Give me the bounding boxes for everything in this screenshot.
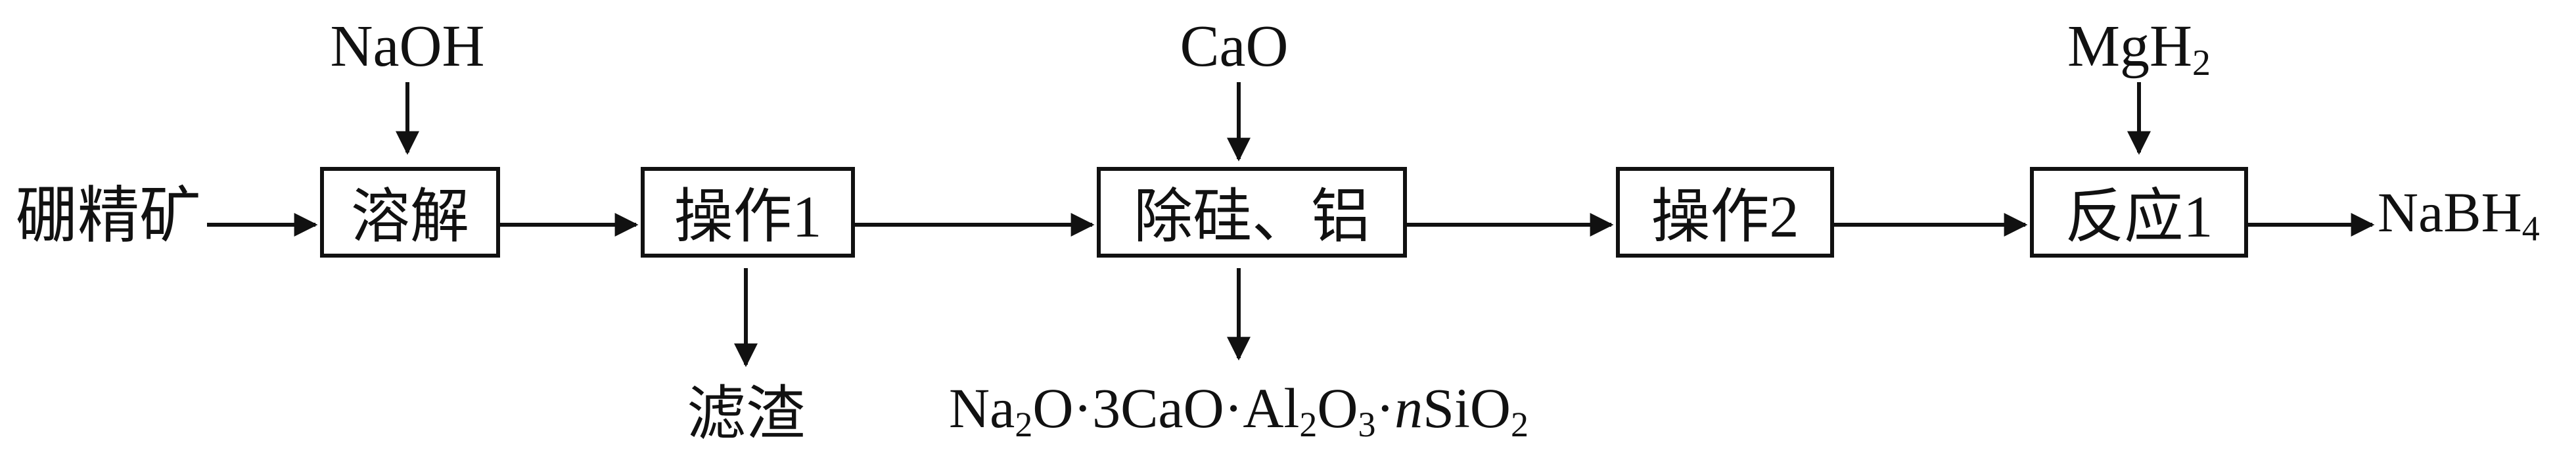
- step-op2: 操作2: [1616, 167, 1834, 258]
- feed-label: 硼精矿: [16, 182, 201, 250]
- step-dissolve-label: 溶解: [351, 185, 469, 250]
- step-remove-si-al: 除硅、铝: [1097, 167, 1407, 258]
- step-reaction1: 反应1: [2030, 167, 2248, 258]
- step-dissolve: 溶解: [320, 167, 500, 258]
- reagent-mgh2-sub: 2: [2192, 43, 2211, 83]
- byproduct-silicate: Na2O·3CaO·Al2O3·nSiO2: [949, 377, 1529, 444]
- step-op1-label: 操作1: [674, 185, 822, 250]
- reagent-mgh2: MgH2: [2067, 14, 2211, 83]
- step-op1-box: [641, 167, 855, 258]
- step-remove-si-al-box: [1097, 167, 1407, 258]
- reagent-cao: CaO: [1180, 14, 1289, 79]
- step-remove-si-al-label: 除硅、铝: [1134, 185, 1370, 250]
- reagent-mgh2-main: MgH: [2067, 14, 2192, 79]
- step-op2-box: [1616, 167, 1834, 258]
- product-nabh4: NaBH4: [2378, 181, 2540, 248]
- byproduct-residue: 滤渣: [687, 382, 805, 447]
- step-op1: 操作1: [641, 167, 855, 258]
- product-sub: 4: [2522, 209, 2540, 248]
- step-dissolve-box: [320, 167, 500, 258]
- step-reaction1-label: 反应1: [2065, 185, 2213, 250]
- product-main: NaBH: [2378, 181, 2522, 244]
- step-reaction1-box: [2030, 167, 2248, 258]
- step-op2-label: 操作2: [1651, 185, 1799, 250]
- reagent-naoh: NaOH: [331, 14, 485, 79]
